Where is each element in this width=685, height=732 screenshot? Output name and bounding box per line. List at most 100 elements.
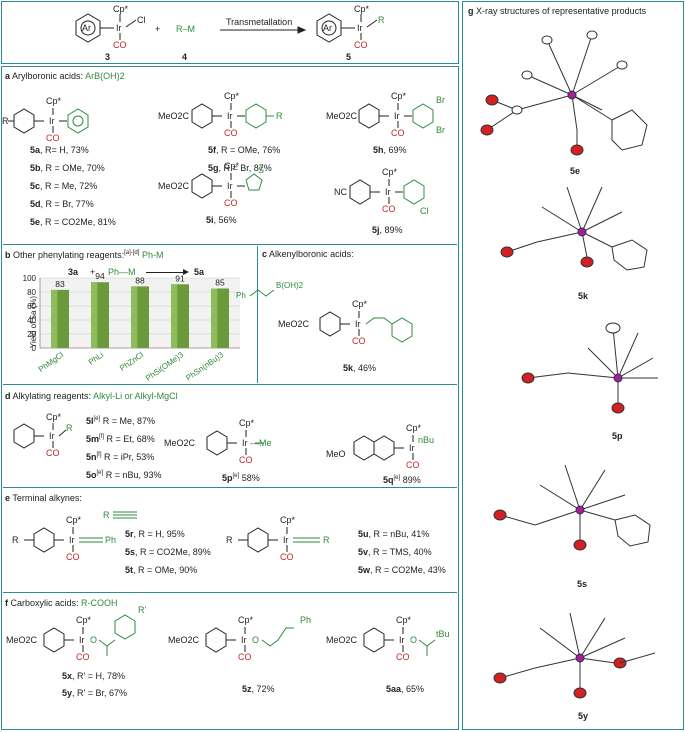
- text-5g: , R = Br, 87%: [218, 163, 272, 173]
- sup-5q: [e]: [393, 475, 401, 481]
- compound-5b: 5b, R = OMe, 70%: [30, 164, 105, 173]
- scheme-ar-right: Ar: [323, 23, 332, 33]
- chart-category-label: PhLi: [87, 350, 105, 367]
- label-5u: 5u: [358, 529, 369, 539]
- text-5x: , R' = H, 78%: [72, 671, 126, 681]
- f-co-3: CO: [396, 652, 410, 662]
- c-ir: Ir: [355, 319, 361, 329]
- divider-bc: [257, 246, 258, 383]
- chart-ytick-label: 40: [27, 316, 36, 325]
- f-meo2c-3: MeO2C: [326, 635, 358, 645]
- compound-5aa: 5aa, 65%: [386, 685, 424, 694]
- a-co-j: CO: [382, 204, 396, 214]
- e-r-1: R: [12, 535, 19, 545]
- e-r-3: R: [323, 535, 330, 545]
- scheme-plus: +: [155, 24, 161, 34]
- chart-data-label: 88: [135, 275, 145, 285]
- section-b-title: Other phenylating reagents:: [13, 250, 125, 260]
- f-cp-3: Cp*: [396, 615, 412, 625]
- xray-sketches: [480, 30, 658, 699]
- e-co-1: CO: [66, 552, 80, 562]
- e-ph: Ph: [105, 535, 117, 545]
- section-c-ph: Ph: [236, 291, 246, 300]
- label-5w: 5w: [358, 565, 371, 575]
- scheme-panel: [1, 1, 459, 64]
- section-d-title: Alkylating reagents:: [12, 391, 94, 401]
- xray-panel: [462, 1, 684, 730]
- scheme-co-right: CO: [354, 40, 368, 50]
- a-ir-i: Ir: [227, 181, 233, 191]
- section-a-title: Arylboronic acids:: [12, 71, 86, 81]
- text-5m: R = Et, 68%: [104, 434, 155, 444]
- sup-5n: [f]: [96, 452, 102, 458]
- label-5t: 5t: [125, 565, 134, 575]
- compound-5l: 5l[e] R = Me, 87%: [86, 416, 155, 426]
- label-5o: 5o: [86, 470, 97, 480]
- a-br2-h: Br: [436, 125, 445, 135]
- e-ir-1: Ir: [69, 535, 75, 545]
- xray-label-5p: 5p: [612, 431, 623, 441]
- compound-5o: 5o[e] R = nBu, 93%: [86, 470, 161, 480]
- a-ir-f: Ir: [227, 111, 233, 121]
- text-5f: , R = OMe, 76%: [216, 145, 281, 155]
- text-5t: , R = OMe, 90%: [133, 565, 198, 575]
- sup-5l: [e]: [93, 416, 101, 422]
- section-e-title: Terminal alkynes:: [12, 493, 82, 503]
- label-5l: 5l: [86, 416, 94, 426]
- section-e-header: e Terminal alkynes:: [5, 494, 82, 503]
- d-meo-q: MeO: [326, 449, 346, 459]
- scheme-ir-left: Ir: [116, 23, 122, 33]
- xray-label-5k: 5k: [578, 291, 589, 301]
- text-5p: 58%: [239, 473, 260, 483]
- xray-label-5e: 5e: [570, 166, 581, 176]
- sup-5o: [e]: [96, 470, 104, 476]
- a-co-f: CO: [224, 128, 238, 138]
- a-cp-h: Cp*: [391, 91, 407, 101]
- section-g-title: X-ray structures of representative produ…: [476, 6, 647, 16]
- section-d-header: d Alkylating reagents: Alkyl-Li or Alkyl…: [5, 392, 178, 401]
- sup-5m: [f]: [99, 434, 105, 440]
- scheme-left-ring: [75, 13, 101, 43]
- compound-5n: 5n[f] R = iPr, 53%: [86, 452, 154, 462]
- text-5b: , R = OMe, 70%: [40, 163, 105, 173]
- d-ir: Ir: [49, 431, 55, 441]
- section-a-header: a Arylboronic acids: ArB(OH)2: [5, 72, 125, 81]
- section-c-title: Alkenylboronic acids:: [269, 249, 354, 259]
- compound-5i: 5i, 56%: [206, 216, 237, 225]
- label-5c: 5c: [30, 181, 41, 191]
- chart-data-label: 94: [95, 271, 105, 281]
- a-ir-j: Ir: [385, 187, 391, 197]
- text-5aa: , 65%: [401, 684, 425, 694]
- scheme-num-5: 5: [346, 52, 352, 62]
- e-cp-1: Cp*: [66, 515, 82, 525]
- d-meo2c-p: MeO2C: [164, 438, 196, 448]
- d-ir-p: Ir: [242, 438, 248, 448]
- section-c-header: c Alkenylboronic acids:: [262, 250, 354, 259]
- f-o-2: O: [252, 635, 260, 645]
- a-r: R: [2, 116, 9, 126]
- label-5aa: 5aa: [386, 684, 402, 694]
- scheme-ar-left: Ar: [82, 23, 91, 33]
- eq-arrow: [146, 272, 184, 273]
- chart-ytick-label: 100: [23, 274, 37, 283]
- text-5r: , R = H, 95%: [133, 529, 185, 539]
- scheme-co-left: CO: [113, 40, 127, 50]
- section-b-header: b Other phenylating reagents:[a]-[d] Ph-…: [5, 250, 163, 260]
- eq-right: 5a: [194, 267, 205, 277]
- label-5b: 5b: [30, 163, 41, 173]
- f-meo2c-2: MeO2C: [168, 635, 200, 645]
- a-cp-f: Cp*: [224, 91, 240, 101]
- compound-5w: 5w, R = CO2Me, 43%: [358, 566, 446, 575]
- a-meo2c-i: MeO2C: [158, 181, 190, 191]
- f-cp-1: Cp*: [76, 615, 92, 625]
- f-tbu: tBu: [436, 629, 450, 639]
- compound-5j: 5j, 89%: [372, 226, 403, 235]
- label-5v: 5v: [358, 547, 369, 557]
- text-5v: , R = TMS, 40%: [368, 547, 432, 557]
- d-ir-q: Ir: [409, 443, 415, 453]
- a-r-f: R: [276, 111, 283, 121]
- compound-5u: 5u, R = nBu, 41%: [358, 530, 429, 539]
- f-co-2: CO: [238, 652, 252, 662]
- divider-d: [3, 384, 457, 385]
